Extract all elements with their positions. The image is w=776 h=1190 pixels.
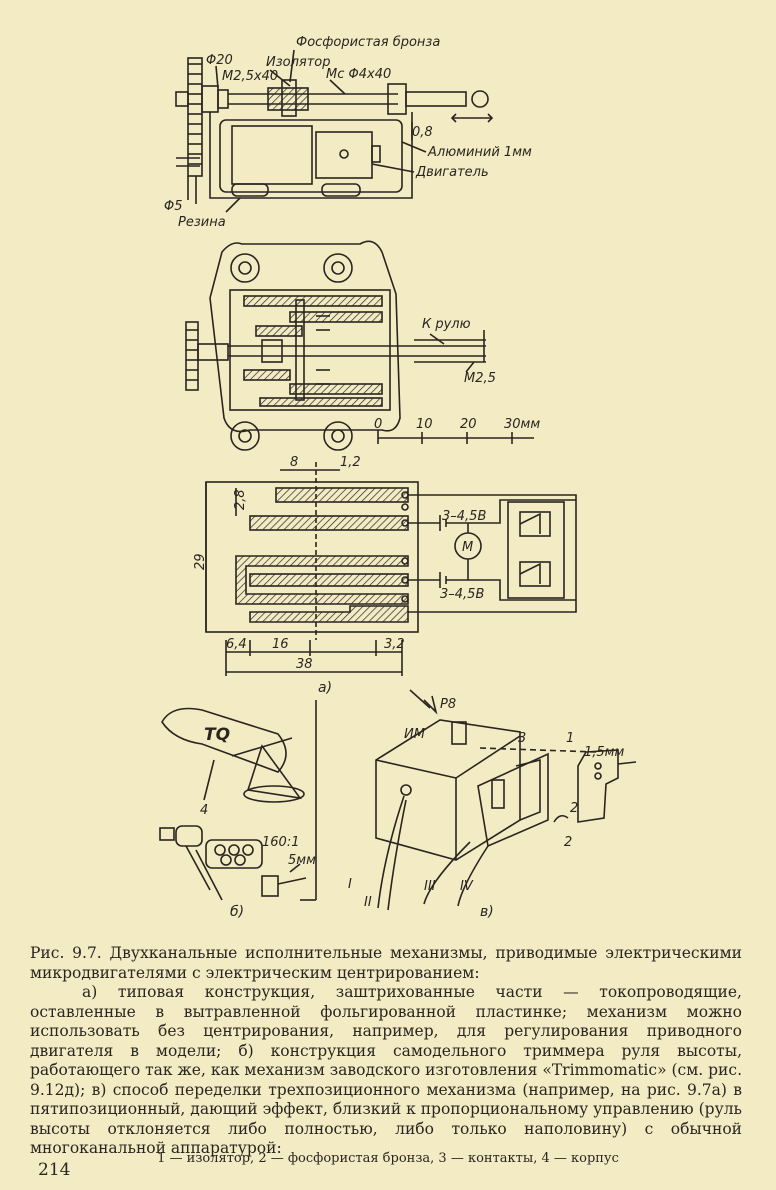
label-roman-4: IV <box>460 879 474 894</box>
label-p8: Р8 <box>440 697 456 712</box>
circuit-diagram <box>205 462 577 676</box>
dim-16: 16 <box>272 637 289 652</box>
dim-1-2: 1,2 <box>340 455 361 470</box>
label-mc4x40: Мс Φ4х40 <box>326 67 391 82</box>
label-4: 4 <box>200 803 208 818</box>
plan-view <box>185 240 534 451</box>
label-roman-1: I <box>348 877 352 892</box>
label-phosphor-bronze: Фосфористая бронза <box>296 35 440 50</box>
battery-label-2: 3–4,5В <box>440 587 484 602</box>
label-insulator: Изолятор <box>266 55 331 70</box>
label-to-rudder: К рулю <box>422 317 471 332</box>
label-ratio: 160:1 <box>262 835 299 850</box>
label-tq: TQ <box>204 725 230 745</box>
page-number: 214 <box>38 1160 71 1180</box>
figure-c <box>375 689 637 911</box>
label-rubber: Резина <box>178 215 226 230</box>
scale-tick-30: 30мм <box>504 417 540 432</box>
label-m25: М2,5 <box>464 371 496 386</box>
label-gap: 1,5мм <box>584 745 624 760</box>
dim-6-4: 6,4 <box>226 637 247 652</box>
label-08: 0,8 <box>412 125 433 140</box>
label-2a: 2 <box>570 801 578 816</box>
label-roman-3: III <box>424 879 436 894</box>
figure-label-c: в) <box>480 904 494 920</box>
label-roman-2: II <box>364 895 372 910</box>
figure-label-b: б) <box>230 904 244 920</box>
label-aluminium: Алюминий 1мм <box>427 145 532 160</box>
figure-b <box>159 700 317 901</box>
scale-tick-0: 0 <box>374 417 382 432</box>
label-im: ИМ <box>404 727 425 742</box>
label-1: 1 <box>566 731 574 746</box>
dim-3-2: 3,2 <box>384 637 405 652</box>
motor-symbol-m: M <box>462 540 473 555</box>
label-d20: Φ20 <box>206 53 233 68</box>
battery-label-1: 3–4,5В <box>442 509 486 524</box>
caption-title: Рис. 9.7. Двухканальные исполнительные м… <box>30 944 742 982</box>
label-stroke: 5мм <box>288 853 316 868</box>
dim-29: 29 <box>193 553 208 570</box>
figure-9-7: Фосфористая бронза Изолятор Φ20 М2,5х40 … <box>159 35 637 920</box>
label-d5: Φ5 <box>164 199 183 214</box>
label-m25x40: М2,5х40 <box>222 69 278 84</box>
dim-8: 8 <box>290 455 298 470</box>
scale-tick-10: 10 <box>416 417 433 432</box>
figure-caption: Рис. 9.7. Двухканальные исполнительные м… <box>30 944 742 1159</box>
caption-legend: 1 — изолятор, 2 — фосфористая бронза, 3 … <box>157 1151 619 1166</box>
dim-2-8: 2,8 <box>233 489 248 510</box>
elevation-view <box>175 49 494 213</box>
label-3: 3 <box>518 731 526 746</box>
caption-body: а) типовая конструкция, заштрихованные ч… <box>30 983 742 1157</box>
figure-label-a: а) <box>318 680 332 696</box>
label-2b: 2 <box>564 835 572 850</box>
dim-38: 38 <box>296 657 313 672</box>
scale-tick-20: 20 <box>460 417 477 432</box>
label-motor: Двигатель <box>415 165 489 180</box>
